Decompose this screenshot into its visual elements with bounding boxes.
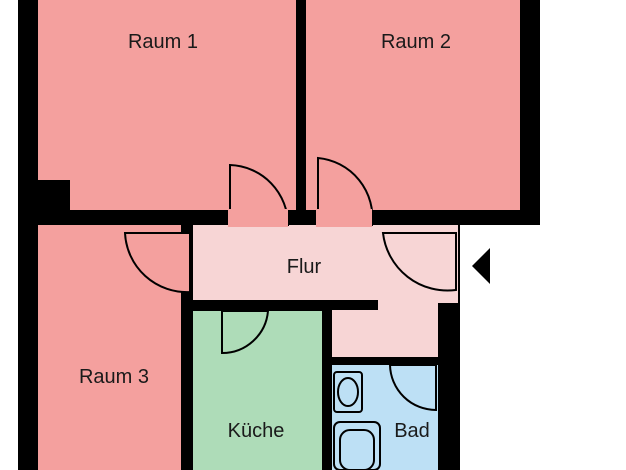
entrance-arrow-icon: [472, 248, 490, 284]
door-entrance: [381, 232, 457, 292]
room-raum2-label: Raum 2: [381, 31, 451, 53]
door-raum2: [317, 156, 374, 226]
door-kueche: [221, 310, 270, 355]
bathroom-fixtures: [333, 371, 381, 470]
room-bad-label: Bad: [394, 420, 430, 442]
room-raum1-label: Raum 1: [128, 31, 198, 53]
room-raum3-label: Raum 3: [79, 366, 149, 388]
room-flur-annex-fill: [332, 303, 438, 357]
door-bad: [388, 364, 437, 412]
hall-walls: [193, 300, 438, 470]
room-kueche-label: Küche: [228, 420, 285, 442]
room-flur-label: Flur: [287, 256, 322, 278]
wall-notch: [38, 180, 70, 210]
doors: [123, 156, 457, 412]
door-raum3: [123, 232, 191, 294]
